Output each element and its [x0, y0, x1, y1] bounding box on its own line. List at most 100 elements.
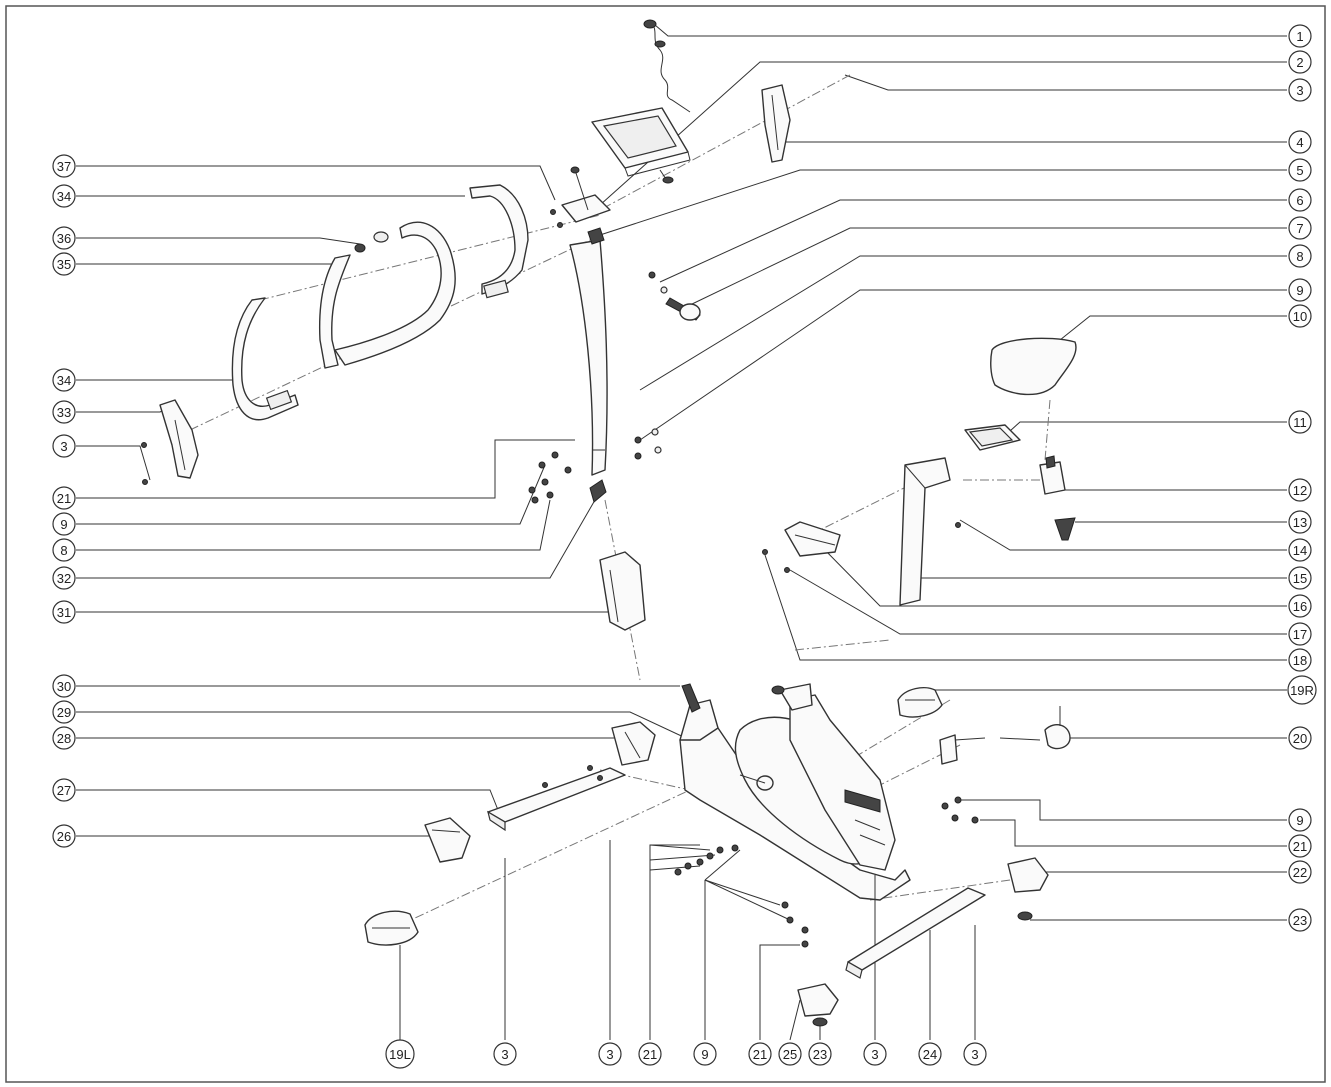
callout: 33	[52, 400, 76, 424]
callout-label: 3	[1296, 83, 1303, 98]
console	[591, 107, 691, 184]
pedal-left	[364, 910, 419, 946]
bolts	[504, 840, 976, 960]
sensor-cable	[939, 706, 1071, 765]
callout-label: 16	[1293, 599, 1307, 614]
callout-label: 1	[1296, 29, 1303, 44]
callout-label: 3	[60, 439, 67, 454]
callout-label: 32	[57, 571, 71, 586]
sensor-wire	[643, 19, 691, 113]
callout-label: 10	[1293, 309, 1307, 324]
callout-label: 19L	[389, 1047, 411, 1062]
callout-label: 23	[813, 1047, 827, 1062]
callout-label: 21	[1293, 839, 1307, 854]
callout: 3	[493, 1042, 517, 1066]
callout: 17	[1288, 622, 1312, 646]
rear-end-cap	[1007, 857, 1049, 893]
callouts-right: 1 2 3 4 5 6 7 8 9 10 11 12 13 14 15 16 1…	[1287, 24, 1317, 932]
callout: 8	[1288, 244, 1312, 268]
main-frame	[679, 683, 911, 901]
callout: 23	[1288, 908, 1312, 932]
seat-adjust-block	[762, 521, 961, 573]
callout-label: 33	[57, 405, 71, 420]
callout: 7	[1288, 216, 1312, 240]
adjust-knob	[634, 271, 701, 460]
callout-label: 37	[57, 159, 71, 174]
callout-label: 15	[1293, 571, 1307, 586]
callout: 30	[52, 674, 76, 698]
callout: 34	[52, 368, 76, 392]
callout-label: 17	[1293, 627, 1307, 642]
callout: 21	[748, 1042, 772, 1066]
callout-label: 9	[701, 1047, 708, 1062]
callout: 8	[52, 538, 76, 562]
pedal-right	[897, 687, 943, 718]
callout: 11	[1288, 410, 1312, 434]
callout-label: 12	[1293, 483, 1307, 498]
callout-label: 8	[60, 543, 67, 558]
callouts-bottom: 19L 3 3 21 9 21 25 23 3 24 3	[385, 1039, 987, 1069]
callout: 5	[1288, 158, 1312, 182]
callout: 21	[1288, 834, 1312, 858]
fastener-cluster-left	[528, 451, 607, 504]
console-mount	[550, 166, 611, 228]
post-cover	[599, 551, 646, 631]
callout: 13	[1288, 510, 1312, 534]
callout-label: 21	[753, 1047, 767, 1062]
callout-label: 3	[971, 1047, 978, 1062]
callout-label: 29	[57, 705, 71, 720]
callout: 25	[778, 1042, 802, 1066]
callout-label: 5	[1296, 163, 1303, 178]
callout: 24	[918, 1042, 942, 1066]
handlebar-post	[569, 227, 608, 476]
seat-post	[899, 457, 951, 606]
callout: 3	[598, 1042, 622, 1066]
callout: 27	[52, 778, 76, 802]
callout: 23	[808, 1042, 832, 1066]
callout: 4	[1288, 130, 1312, 154]
callout: 21	[52, 486, 76, 510]
drawing-frame	[5, 5, 1326, 1083]
callout: 6	[1288, 188, 1312, 212]
callout: 21	[638, 1042, 662, 1066]
callout: 16	[1288, 594, 1312, 618]
rear-stabilizer	[845, 887, 986, 979]
callout-label: 3	[606, 1047, 613, 1062]
callout: 19L	[385, 1039, 415, 1069]
callout-label: 13	[1293, 515, 1307, 530]
callout: 20	[1288, 726, 1312, 750]
callout: 28	[52, 726, 76, 750]
callout: 3	[52, 434, 76, 458]
callout-label: 30	[57, 679, 71, 694]
callout: 29	[52, 700, 76, 724]
callout: 9	[1288, 808, 1312, 832]
callout: 36	[52, 226, 76, 250]
seat-slider	[964, 424, 1021, 451]
callout-label: 3	[871, 1047, 878, 1062]
callout-label: 9	[1296, 283, 1303, 298]
callout-label: 21	[57, 491, 71, 506]
front-end-cap	[611, 721, 656, 766]
callout: 3	[963, 1042, 987, 1066]
callout: 1	[1288, 24, 1312, 48]
callout: 32	[52, 566, 76, 590]
callout-label: 31	[57, 605, 71, 620]
handlebar	[231, 184, 529, 421]
callout-label: 21	[643, 1047, 657, 1062]
handlebar-cover-left	[141, 399, 199, 485]
handlebar-cover-right	[761, 84, 791, 163]
callout: 31	[52, 600, 76, 624]
callouts-left: 37 34 36 35 34 33 3 21 9 8 32 31 30 29 2…	[52, 154, 76, 848]
callout: 34	[52, 184, 76, 208]
callout: 9	[1288, 278, 1312, 302]
callout-label: 28	[57, 731, 71, 746]
callout: 12	[1288, 478, 1312, 502]
callout-label: 4	[1296, 135, 1303, 150]
callout: 26	[52, 824, 76, 848]
fastener-cluster-middle	[674, 796, 979, 948]
callout-label: 23	[1293, 913, 1307, 928]
callout-label: 27	[57, 783, 71, 798]
callout-label: 3	[501, 1047, 508, 1062]
callout: 2	[1288, 50, 1312, 74]
callout-label: 26	[57, 829, 71, 844]
